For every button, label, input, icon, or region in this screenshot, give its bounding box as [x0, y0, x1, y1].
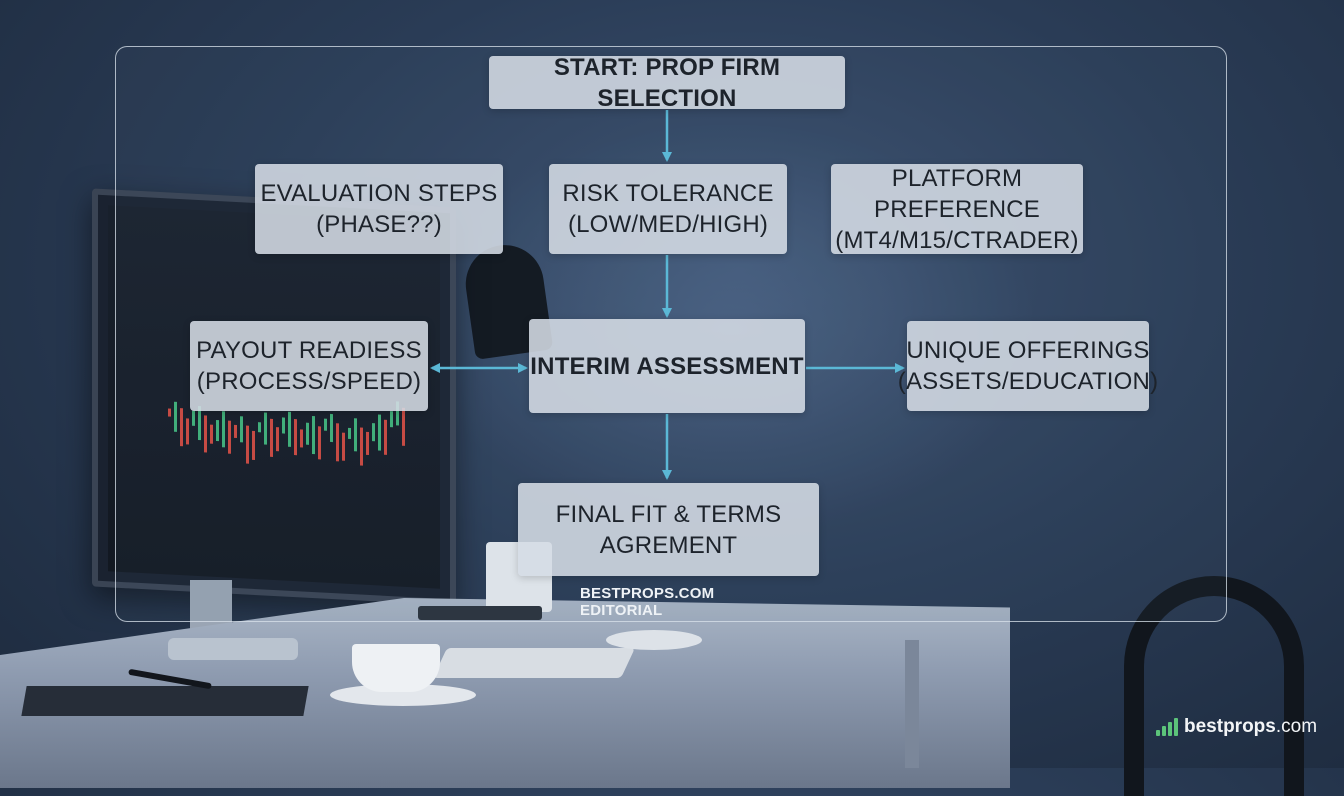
- node-evaluation-line2: (PHASE??): [316, 211, 442, 238]
- node-payout-line1: PAYOUT READIESS: [196, 337, 422, 364]
- node-risk-line2: (LOW/MED/HIGH): [567, 211, 769, 238]
- editorial-credit: BESTPROPS.COM EDITORIAL: [580, 585, 715, 619]
- node-platform-line2: (MT4/M15/CTRADER): [835, 226, 1079, 254]
- node-unique-line2: (ASSETS/EDUCATION): [897, 368, 1159, 395]
- brand-watermark: bestprops.com: [1156, 716, 1317, 738]
- coffee-cup: [352, 644, 440, 692]
- node-final-line1: FINAL FIT & TERMS: [555, 500, 782, 528]
- saucer: [330, 684, 476, 706]
- desk-leg: [905, 640, 919, 768]
- node-evaluation-steps: EVALUATION STEPS (PHASE??): [255, 164, 503, 254]
- monitor-base: [168, 638, 298, 660]
- node-platform-preference: PLATFORM PREFERENCE (MT4/M15/CTRADER): [831, 164, 1083, 254]
- node-interim-label: INTERIM ASSESSMENT: [530, 352, 804, 380]
- brand-name-suffix: .com: [1275, 716, 1318, 737]
- notebook: [21, 686, 309, 716]
- node-payout-line2: (PROCESS/SPEED): [196, 368, 422, 395]
- brand-name-bold: bestprops: [1184, 716, 1276, 737]
- keyboard: [433, 648, 635, 678]
- node-evaluation-line1: EVALUATION STEPS: [260, 180, 498, 207]
- node-final-fit: FINAL FIT & TERMS AGREMENT: [518, 483, 819, 576]
- node-platform-line1: PLATFORM PREFERENCE: [873, 164, 1041, 223]
- node-risk-tolerance: RISK TOLERANCE (LOW/MED/HIGH): [549, 164, 787, 254]
- node-interim-assessment: INTERIM ASSESSMENT: [529, 319, 805, 413]
- node-unique-offerings: UNIQUE OFFERINGS (ASSETS/EDUCATION): [898, 321, 1158, 411]
- mouse: [606, 630, 702, 650]
- brand-name: bestprops.com: [1184, 716, 1317, 738]
- pen: [128, 668, 212, 690]
- node-start-label: START: PROP FIRM SELECTION: [553, 53, 781, 112]
- desk: [0, 598, 1010, 788]
- node-unique-line1: UNIQUE OFFERINGS: [906, 337, 1150, 364]
- bar-chart-logo-icon: [1156, 718, 1178, 736]
- node-start: START: PROP FIRM SELECTION: [489, 54, 845, 112]
- node-payout-readiness: PAYOUT READIESS (PROCESS/SPEED): [190, 321, 428, 411]
- node-final-line2: AGREMENT: [599, 531, 738, 559]
- node-risk-line1: RISK TOLERANCE: [562, 180, 774, 207]
